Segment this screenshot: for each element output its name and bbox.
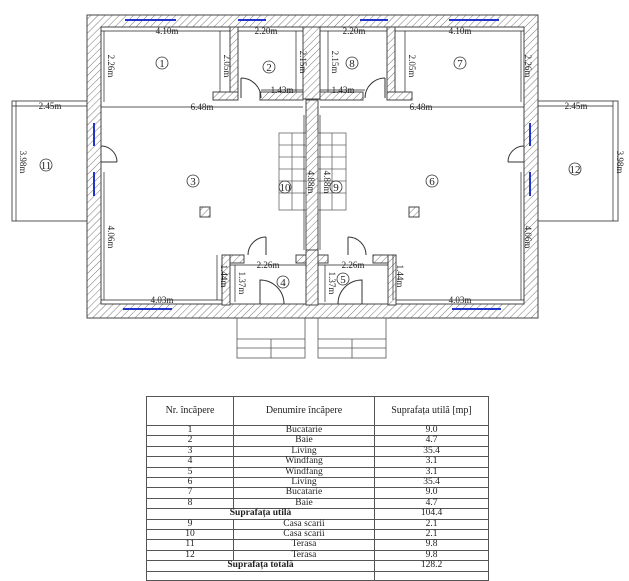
svg-text:4.10m: 4.10m <box>449 26 472 36</box>
vent-icon <box>408 206 420 218</box>
svg-text:6.48m: 6.48m <box>410 102 433 112</box>
svg-text:1.44m: 1.44m <box>219 265 229 288</box>
room-label-6: 6 <box>429 176 435 188</box>
svg-text:2.15m: 2.15m <box>298 51 308 74</box>
terrace-left <box>11 100 88 222</box>
room-label-1: 1 <box>159 58 165 70</box>
svg-text:1.37m: 1.37m <box>237 272 247 295</box>
svg-text:2.20m: 2.20m <box>255 26 278 36</box>
svg-text:2.15m: 2.15m <box>330 51 340 74</box>
room-label-2: 2 <box>266 62 272 74</box>
svg-text:1.44m: 1.44m <box>395 265 405 288</box>
room-label-7: 7 <box>457 58 463 70</box>
room-label-10: 10 <box>280 182 292 194</box>
svg-text:2.26m: 2.26m <box>523 55 533 78</box>
svg-text:4.10m: 4.10m <box>156 26 179 36</box>
svg-text:4.06m: 4.06m <box>106 226 116 249</box>
table-header-row: Nr. încăpere Denumire încăpere Suprafața… <box>146 396 489 426</box>
svg-text:2.20m: 2.20m <box>343 26 366 36</box>
dimension-lines <box>12 30 614 302</box>
svg-text:1.43m: 1.43m <box>271 85 294 95</box>
room-labels <box>39 56 582 289</box>
header-area: Suprafața utilă [mp] <box>374 396 489 426</box>
svg-text:2.26m: 2.26m <box>106 55 116 78</box>
entrance-steps <box>236 317 387 359</box>
terrace-right <box>537 100 619 222</box>
svg-text:4.03m: 4.03m <box>151 295 174 305</box>
room-label-3: 3 <box>190 176 196 188</box>
room-area-table: Nr. încăpere Denumire încăpere Suprafața… <box>146 396 489 581</box>
floor-plan: 4.10m 2.20m 2.20m 4.10m 1.43m 1.43m 6.48… <box>11 14 625 359</box>
room-label-9: 9 <box>333 182 339 194</box>
svg-text:2.26m: 2.26m <box>257 260 280 270</box>
room-label-4: 4 <box>280 277 286 289</box>
svg-text:3.98m: 3.98m <box>18 151 28 174</box>
vent-icon <box>199 206 211 218</box>
room-label-11: 11 <box>41 160 52 172</box>
svg-text:1.43m: 1.43m <box>332 85 355 95</box>
svg-text:2.05m: 2.05m <box>222 55 232 78</box>
blank-row <box>146 570 489 581</box>
svg-text:4.88m: 4.88m <box>322 171 332 194</box>
svg-text:2.45m: 2.45m <box>39 101 62 111</box>
staircase <box>278 132 347 211</box>
svg-text:2.26m: 2.26m <box>342 260 365 270</box>
windows <box>93 19 531 310</box>
svg-text:1.37m: 1.37m <box>327 272 337 295</box>
svg-text:4.88m: 4.88m <box>306 171 316 194</box>
svg-text:2.05m: 2.05m <box>407 55 417 78</box>
svg-text:2.45m: 2.45m <box>565 101 588 111</box>
room-label-12: 12 <box>570 164 581 176</box>
svg-text:6.48m: 6.48m <box>191 102 214 112</box>
header-room-number: Nr. încăpere <box>146 396 234 426</box>
dimension-labels: 4.10m 2.20m 2.20m 4.10m 1.43m 1.43m 6.48… <box>18 26 625 305</box>
room-label-8: 8 <box>349 58 355 70</box>
walls <box>86 14 539 319</box>
svg-text:3.98m: 3.98m <box>615 151 625 174</box>
room-label-5: 5 <box>340 274 346 286</box>
doors <box>100 77 525 305</box>
svg-text:4.03m: 4.03m <box>449 295 472 305</box>
svg-text:4.06m: 4.06m <box>523 226 533 249</box>
header-room-name: Denumire încăpere <box>233 396 375 426</box>
